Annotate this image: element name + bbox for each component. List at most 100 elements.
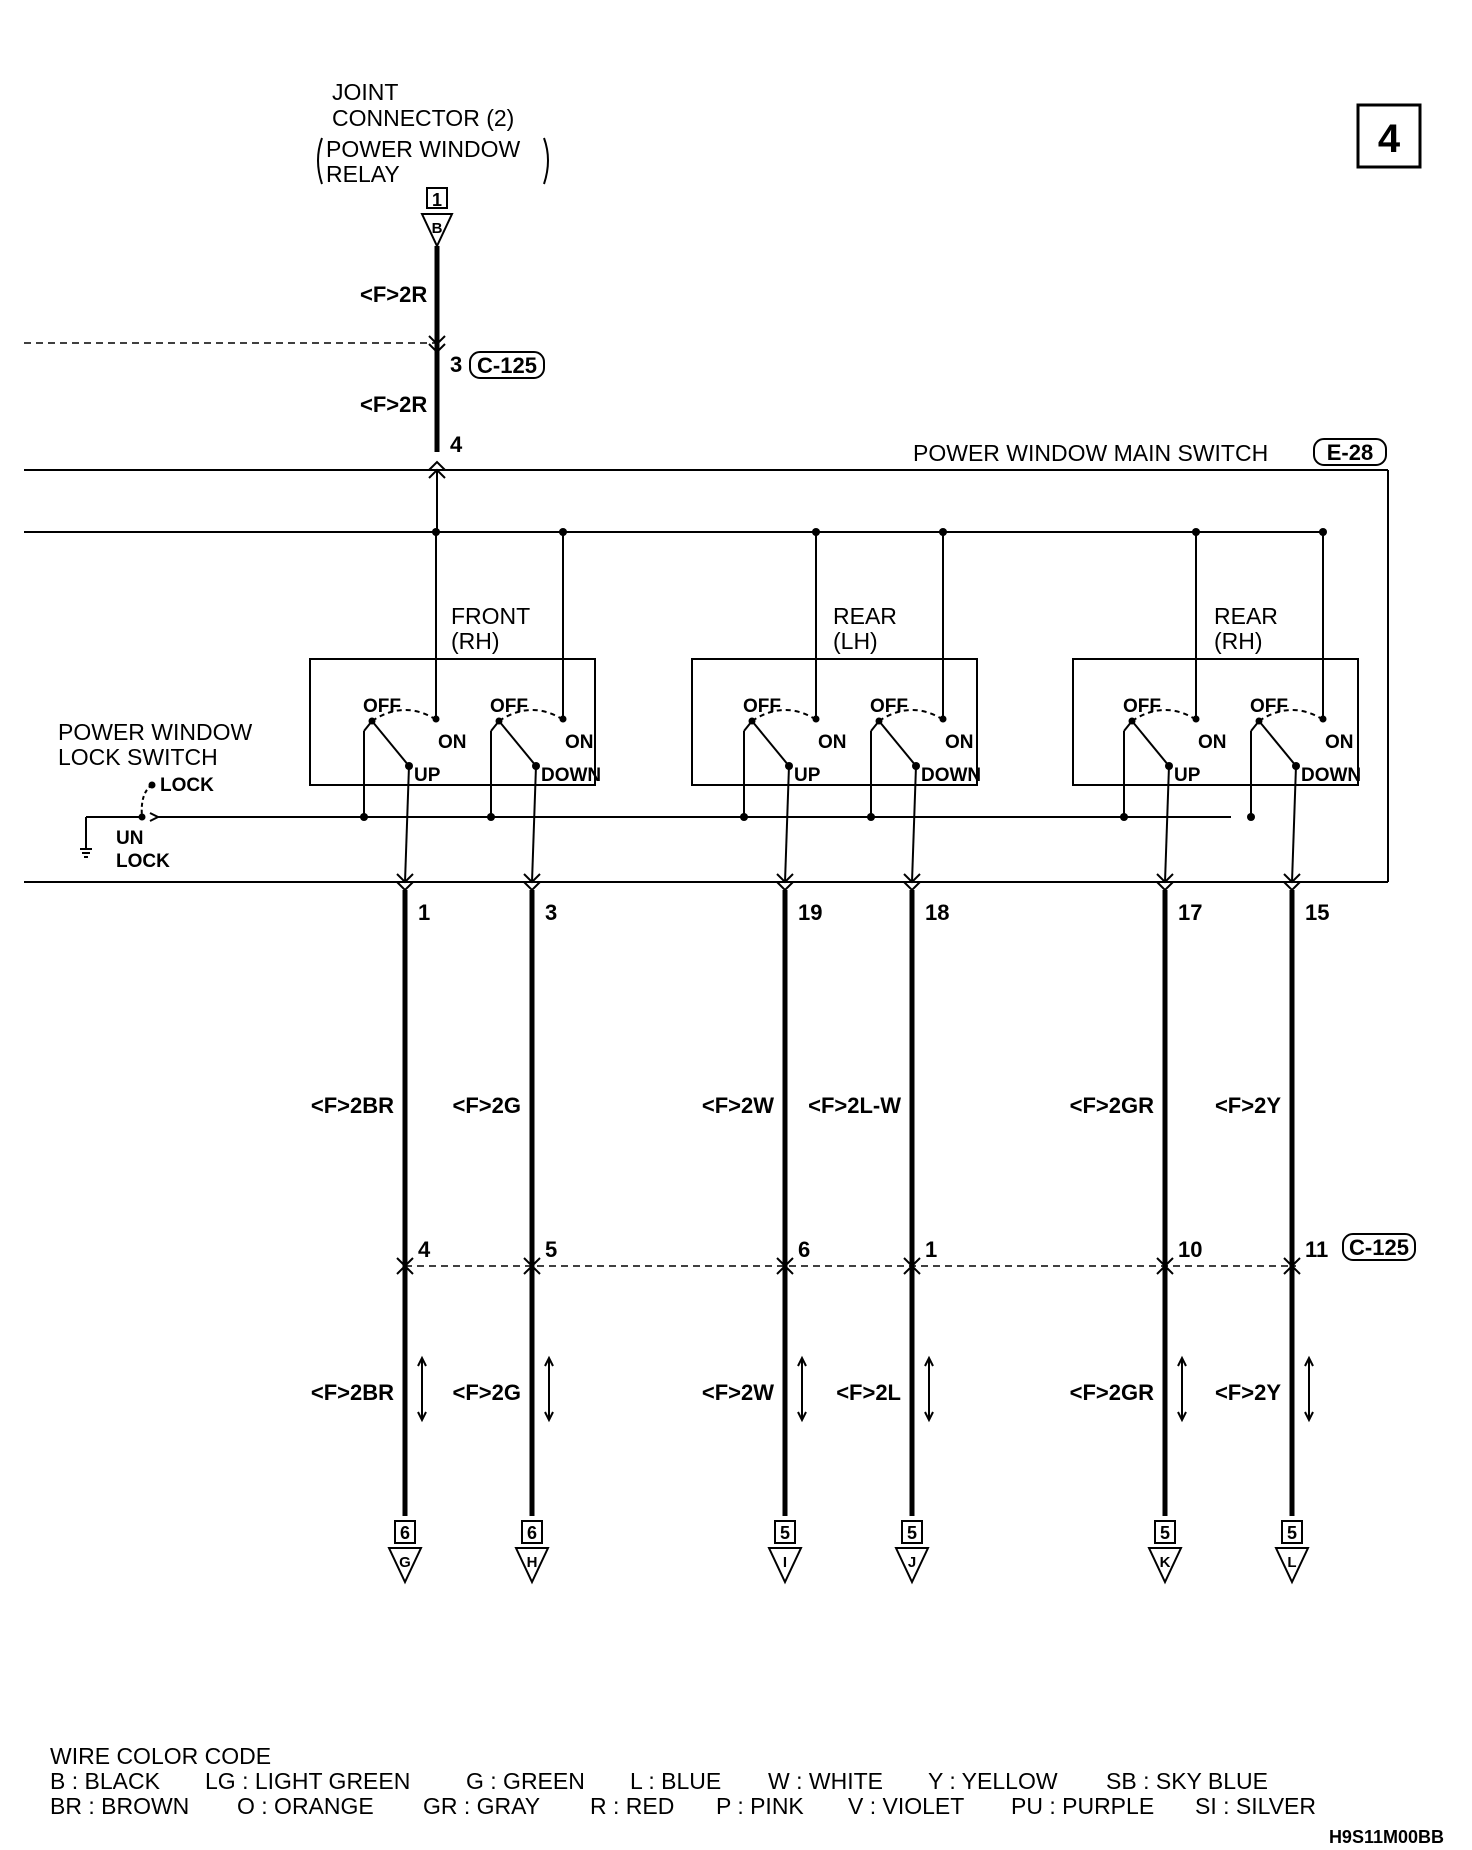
e28-pin-number: 1 <box>418 900 430 925</box>
up-label: UP <box>414 765 441 786</box>
e28-pin-number: 3 <box>545 900 557 925</box>
switch-group-box <box>691 658 978 786</box>
output-wire-upper-label: <F>2W <box>702 1093 774 1118</box>
top-wire-label-upper: <F>2R <box>360 282 427 307</box>
on-label: ON <box>1325 732 1354 753</box>
switch-group-title-1: FRONT <box>451 603 530 629</box>
legend-entry: G : GREEN <box>466 1768 585 1794</box>
output-wire-lower-label: <F>2Y <box>1215 1380 1281 1405</box>
unlock-label-1: UN <box>116 828 143 849</box>
top-ref-number: 1 <box>432 190 442 210</box>
off-label: OFF <box>363 696 401 717</box>
output-wire-5: 17 <F>2GR 10 <F>2GR 5K <box>1070 873 1202 1585</box>
output-wire-6: 15 <F>2Y 11 <F>2Y 5L <box>1215 873 1329 1585</box>
joint-connector-name-2: CONNECTOR (2) <box>332 105 514 131</box>
joint-connector-desc-1: POWER WINDOW <box>326 136 520 162</box>
switch-group-box <box>309 658 596 786</box>
switch-down: OFF ON DOWN <box>867 528 981 883</box>
on-label: ON <box>945 732 974 753</box>
e28-tag: E-28 <box>1327 440 1373 465</box>
c125-pin-number: 11 <box>1305 1237 1328 1262</box>
ref-page-number: 5 <box>780 1523 790 1543</box>
legend-entry: V : VIOLET <box>848 1793 964 1819</box>
joint-connector-name-1: JOINT <box>332 79 398 105</box>
joint-connector-label: JOINT CONNECTOR (2) POWER WINDOW RELAY <box>317 79 549 187</box>
legend-entry: SB : SKY BLUE <box>1106 1768 1268 1794</box>
wire-color-legend: WIRE COLOR CODE B : BLACK LG : LIGHT GREE… <box>50 1743 1316 1819</box>
e28-pin-number: 18 <box>925 900 949 925</box>
lock-label: LOCK <box>160 775 214 796</box>
ref-letter: K <box>1160 1554 1171 1571</box>
output-wire-lower-label: <F>2GR <box>1070 1380 1154 1405</box>
on-label: ON <box>565 732 594 753</box>
top-e28-pin: 4 <box>450 432 463 457</box>
switch-group-title-2: (RH) <box>1214 628 1263 654</box>
main-switch-label: POWER WINDOW MAIN SWITCH <box>913 440 1268 466</box>
up-label: UP <box>794 765 821 786</box>
top-ref-marker: 1 B <box>420 187 454 249</box>
page-number: 4 <box>1378 117 1401 161</box>
off-label: OFF <box>1123 696 1161 717</box>
output-wire-upper-label: <F>2Y <box>1215 1093 1281 1118</box>
ref-letter: L <box>1287 1554 1296 1571</box>
legend-title: WIRE COLOR CODE <box>50 1743 271 1769</box>
output-wire-lower-label: <F>2L <box>836 1380 901 1405</box>
ref-letter: J <box>908 1554 916 1571</box>
output-wire-upper-label: <F>2G <box>453 1093 521 1118</box>
lock-switch-title-2: LOCK SWITCH <box>58 744 218 770</box>
output-wire-4: 18 <F>2L-W 1 <F>2L 5J <box>808 873 949 1585</box>
bidirectional-arrow-icon <box>1304 1355 1314 1423</box>
on-label: ON <box>818 732 847 753</box>
e28-pin-number: 19 <box>798 900 822 925</box>
c125-pin-number: 6 <box>798 1237 810 1262</box>
ref-letter: G <box>399 1554 411 1571</box>
output-wire-upper-label: <F>2BR <box>311 1093 394 1118</box>
figure-code: H9S11M00BB <box>1329 1827 1444 1847</box>
switch-up: OFF ON UP <box>740 528 847 883</box>
legend-entry: W : WHITE <box>768 1768 883 1794</box>
legend-entry: GR : GRAY <box>423 1793 540 1819</box>
lock-switch-title-1: POWER WINDOW <box>58 719 252 745</box>
legend-entry: LG : LIGHT GREEN <box>205 1768 410 1794</box>
up-label: UP <box>1174 765 1201 786</box>
ref-page-number: 6 <box>400 1523 410 1543</box>
down-label: DOWN <box>921 765 981 786</box>
legend-entry: L : BLUE <box>630 1768 721 1794</box>
ref-page-number: 5 <box>1287 1523 1297 1543</box>
switch-group-title-1: REAR <box>833 603 897 629</box>
c125-pin-number: 10 <box>1178 1237 1202 1262</box>
switch-up: OFF ON UP <box>1120 528 1227 883</box>
switch-group-title-2: (RH) <box>451 628 500 654</box>
c125-pin-number: 1 <box>925 1237 937 1262</box>
output-wire-lower-label: <F>2BR <box>311 1380 394 1405</box>
main-switch-outline <box>24 469 1389 883</box>
output-wire-lower-label: <F>2G <box>453 1380 521 1405</box>
ref-page-number: 6 <box>527 1523 537 1543</box>
output-wire-upper-label: <F>2GR <box>1070 1093 1154 1118</box>
e28-pin-number: 17 <box>1178 900 1202 925</box>
e28-pin-number: 15 <box>1305 900 1329 925</box>
output-wire-lower-label: <F>2W <box>702 1380 774 1405</box>
on-label: ON <box>1198 732 1227 753</box>
legend-entry: B : BLACK <box>50 1768 161 1794</box>
ref-page-number: 5 <box>1160 1523 1170 1543</box>
lock-switch: POWER WINDOW LOCK SWITCH LOCK UN LOCK <box>58 719 1231 872</box>
output-wire-upper-label: <F>2L-W <box>808 1093 901 1118</box>
off-label: OFF <box>743 696 781 717</box>
legend-entry: PU : PURPLE <box>1011 1793 1154 1819</box>
top-wire-label-lower: <F>2R <box>360 392 427 417</box>
legend-entry: P : PINK <box>716 1793 804 1819</box>
c125-pin-number: 5 <box>545 1237 557 1262</box>
top-c125-pin: 3 <box>450 352 462 377</box>
ref-page-number: 5 <box>907 1523 917 1543</box>
off-label: OFF <box>870 696 908 717</box>
c125-tag-top: C-125 <box>477 353 537 378</box>
